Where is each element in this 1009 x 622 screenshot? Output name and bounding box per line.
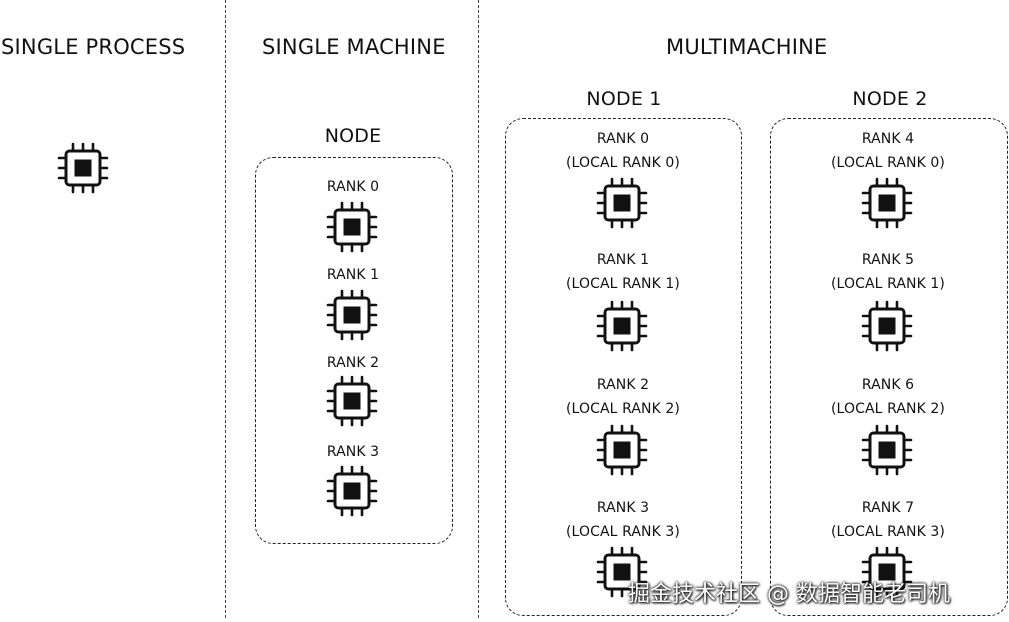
cpu-chip-icon xyxy=(57,142,109,194)
cpu-chip-icon xyxy=(596,424,648,476)
rank-label: RANK 2 xyxy=(326,355,380,371)
rank-label: RANK 3 xyxy=(596,500,650,516)
cpu-chip-icon xyxy=(326,201,378,253)
rank-label: RANK 2 xyxy=(596,377,650,393)
cpu-chip-icon xyxy=(326,465,378,517)
local-rank-label: (LOCAL RANK 2) xyxy=(566,401,680,417)
section-divider-left xyxy=(225,0,226,618)
cpu-chip-icon xyxy=(596,300,648,352)
rank-label: RANK 4 xyxy=(861,131,915,147)
cpu-chip-icon xyxy=(596,177,648,229)
rank-label: RANK 5 xyxy=(861,252,915,268)
rank-label: RANK 3 xyxy=(326,444,380,460)
single-machine-title: SINGLE MACHINE xyxy=(262,35,446,59)
node-1-title: NODE 1 xyxy=(586,88,662,110)
local-rank-label: (LOCAL RANK 3) xyxy=(831,524,945,540)
local-rank-label: (LOCAL RANK 3) xyxy=(566,524,680,540)
local-rank-label: (LOCAL RANK 0) xyxy=(831,155,945,171)
rank-label: RANK 0 xyxy=(326,179,380,195)
cpu-chip-icon xyxy=(861,424,913,476)
rank-label: RANK 6 xyxy=(861,377,915,393)
local-rank-label: (LOCAL RANK 1) xyxy=(566,276,680,292)
section-divider-right xyxy=(478,0,479,618)
cpu-chip-icon xyxy=(326,375,378,427)
single-machine-node-box xyxy=(255,157,453,544)
rank-label: RANK 1 xyxy=(326,267,380,283)
node-1-box xyxy=(505,118,742,616)
cpu-chip-icon xyxy=(861,300,913,352)
local-rank-label: (LOCAL RANK 2) xyxy=(831,401,945,417)
single-machine-node-title: NODE xyxy=(324,125,382,147)
watermark-text: 掘金技术社区 @ 数据智能老司机 xyxy=(628,582,950,607)
node-2-title: NODE 2 xyxy=(852,88,928,110)
local-rank-label: (LOCAL RANK 1) xyxy=(831,276,945,292)
cpu-chip-icon xyxy=(326,289,378,341)
multimachine-title: MULTIMACHINE xyxy=(666,35,828,59)
local-rank-label: (LOCAL RANK 0) xyxy=(566,155,680,171)
rank-label: RANK 7 xyxy=(861,500,915,516)
rank-label: RANK 1 xyxy=(596,252,650,268)
cpu-chip-icon xyxy=(861,177,913,229)
rank-label: RANK 0 xyxy=(596,131,650,147)
node-2-box xyxy=(770,118,1008,616)
single-process-title: SINGLE PROCESS xyxy=(1,35,186,59)
